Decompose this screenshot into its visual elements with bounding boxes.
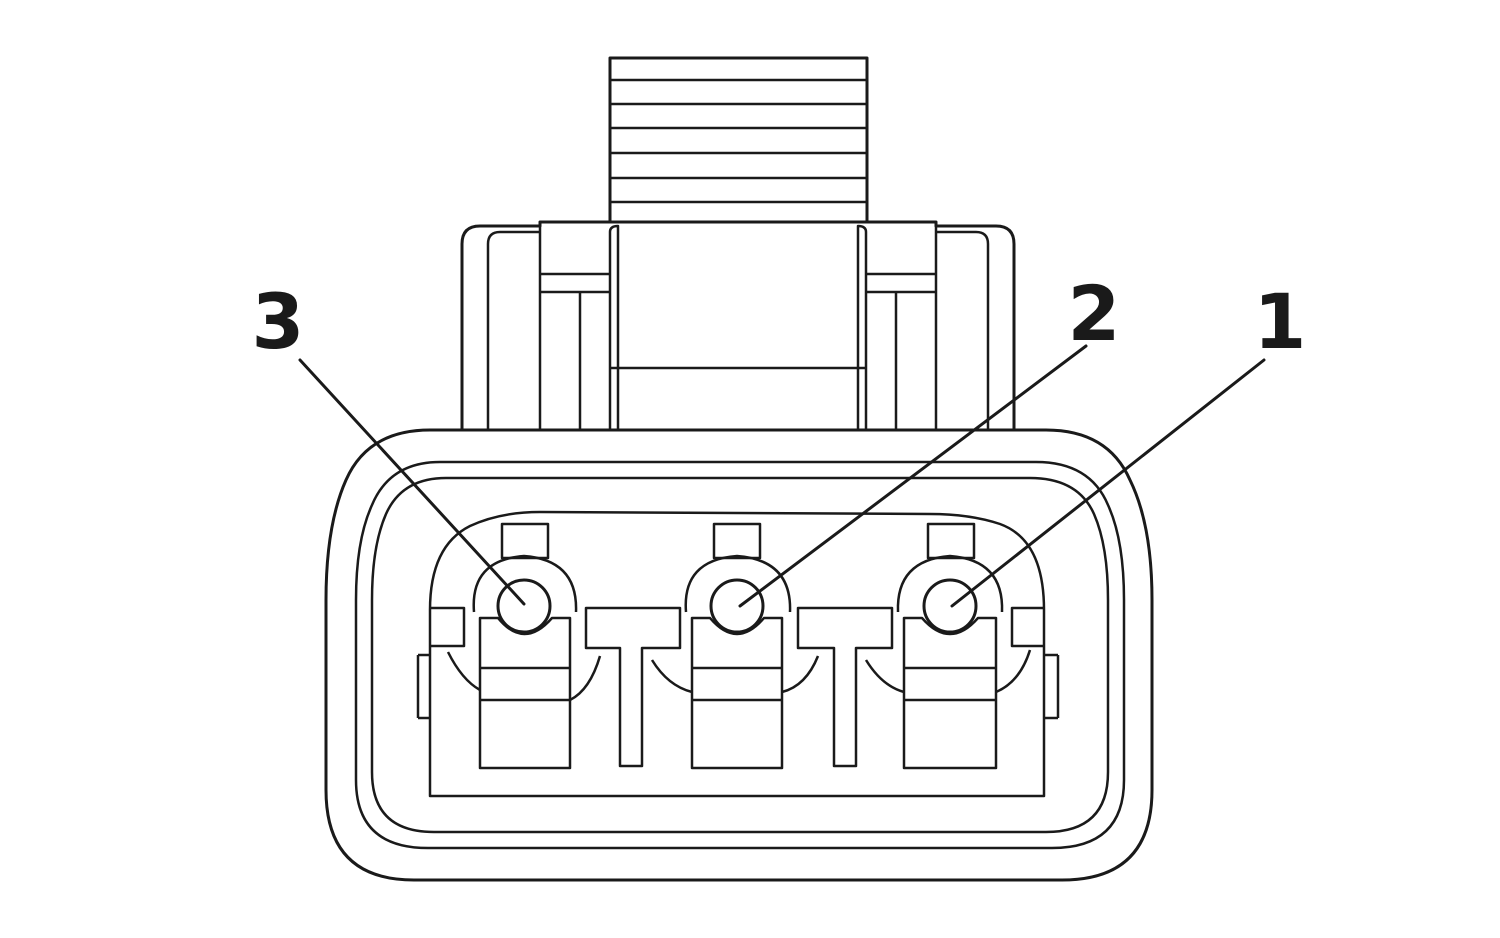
leader-line-1 [950,358,1266,608]
pin-label-1: 1 [1254,277,1307,366]
leader-line-2 [738,344,1088,608]
leader-lines [298,344,1266,608]
locking-tab [608,56,869,224]
upper-housing [460,220,1016,432]
terminal-2 [650,522,820,770]
terminal-separators [430,606,1044,768]
connector-body [324,428,1154,882]
pin-cavity [416,510,1060,798]
pin-label-2: 2 [1068,269,1121,358]
terminal-3 [446,522,602,770]
leader-line-3 [298,358,526,606]
terminal-1 [864,522,1032,770]
pin-label-3: 3 [252,277,305,366]
